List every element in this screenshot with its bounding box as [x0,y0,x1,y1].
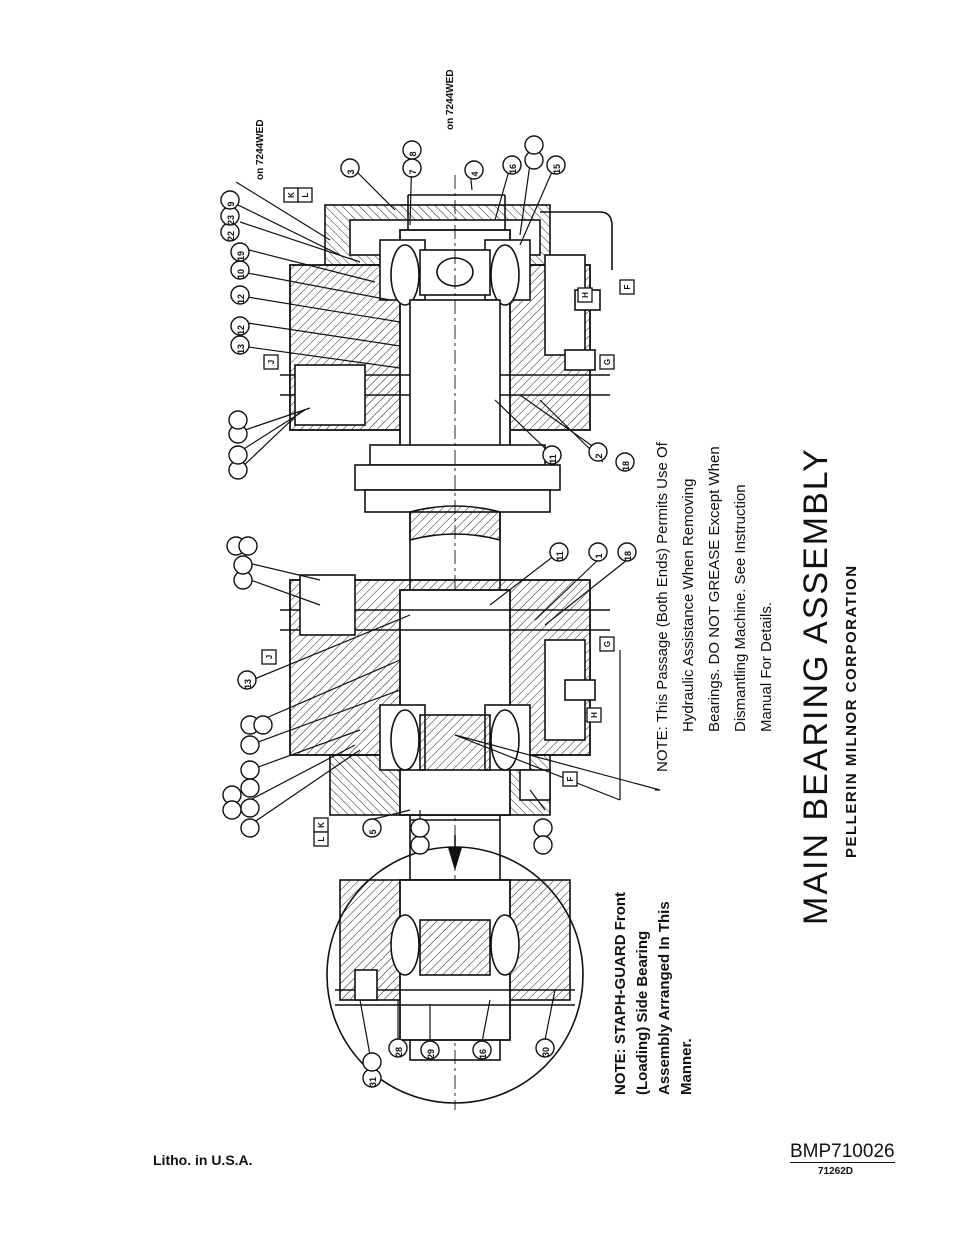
num-7: 7 [408,169,418,174]
num-10: 10 [236,269,246,279]
callout-6 [233,555,253,575]
callout-12d [253,715,273,735]
callout-numbers: 22 23 9 10 19 12 13 12 3 7 8 4 16 15 11 … [226,151,633,1087]
svg-text:G: G [603,641,612,647]
svg-text:F: F [623,284,632,289]
num-4: 4 [470,171,480,176]
svg-text:F: F [566,776,575,781]
callout-11b [549,542,569,562]
callout-11 [542,445,562,465]
callout-12a [230,285,250,305]
footer-litho: Litho. in U.S.A. [153,1152,253,1168]
callout-28 [388,1038,408,1058]
svg-text:H: H [581,292,590,298]
callout-29b [222,800,242,820]
num-29: 29 [426,1049,436,1059]
num-16b: 16 [478,1049,488,1059]
svg-text:L: L [317,836,326,841]
num-1: 1 [594,553,604,558]
num-2: 2 [594,453,604,458]
num-13b: 13 [243,679,253,689]
num-15: 15 [552,164,562,174]
callout-33 [228,410,248,430]
svg-text:J: J [265,655,274,659]
callout-13 [230,335,250,355]
letter-box-labels: K L H F G J J G H F K L [265,192,632,842]
num-28: 28 [394,1047,404,1057]
callout-2 [588,442,608,462]
callout-15 [546,155,566,175]
svg-text:J: J [267,360,276,364]
num-19: 19 [236,251,246,261]
callout-26 [228,445,248,465]
num-23: 23 [226,215,236,225]
svg-text:L: L [301,192,310,197]
company-name: PELLERIN MILNOR CORPORATION [843,564,860,858]
callout-9 [220,190,240,210]
callout-12b [230,316,250,336]
num-3: 3 [346,169,356,174]
callout-30b [535,1038,555,1058]
callout-1 [588,542,608,562]
num-12: 12 [236,294,246,304]
note-staph-guard: NOTE: STAPH-GUARD Front (Loading) Side B… [612,891,695,1095]
page-title: MAIN BEARING ASSEMBLY [797,447,835,925]
num-13: 13 [236,344,246,354]
callout-16b [472,1040,492,1060]
callout-10b [240,735,260,755]
doc-number: BMP710026 [790,1141,895,1163]
svg-text:K: K [287,192,296,198]
num-11b: 11 [555,551,565,561]
callout-19 [230,242,250,262]
callout-18b [617,542,637,562]
callout-27 [533,835,553,855]
num-9: 9 [226,201,236,206]
num-16: 16 [508,164,518,174]
callout-16 [502,155,522,175]
callout-29 [420,1040,440,1060]
callout-8 [402,140,422,160]
letter-boxes [261,187,635,847]
callout-23b [240,778,260,798]
callout-circles [220,135,637,1088]
svg-text:H: H [590,712,599,718]
callout-21 [524,135,544,155]
num-11: 11 [548,454,558,464]
num-22: 22 [226,231,236,241]
num-12b: 12 [236,325,246,335]
callout-14b [240,818,260,838]
num-5: 5 [368,829,378,834]
num-18: 18 [621,461,631,471]
num-18b: 18 [623,551,633,561]
callout-26b [238,536,258,556]
num-30: 30 [541,1047,551,1057]
callout-4 [464,160,484,180]
num-8: 8 [408,151,418,156]
svg-text:K: K [317,822,326,828]
staph-guard-inset [326,835,584,1104]
callout-5 [362,818,382,838]
callout-18 [615,452,635,472]
callout-3 [340,158,360,178]
front-bearing-housing [280,574,610,821]
svg-text:G: G [603,359,612,365]
num-31: 31 [368,1077,378,1087]
callout-8b [410,818,430,838]
callout-21c [362,1052,382,1072]
doc-subnumber: 71262D [818,1166,854,1177]
callout-13b [237,670,257,690]
